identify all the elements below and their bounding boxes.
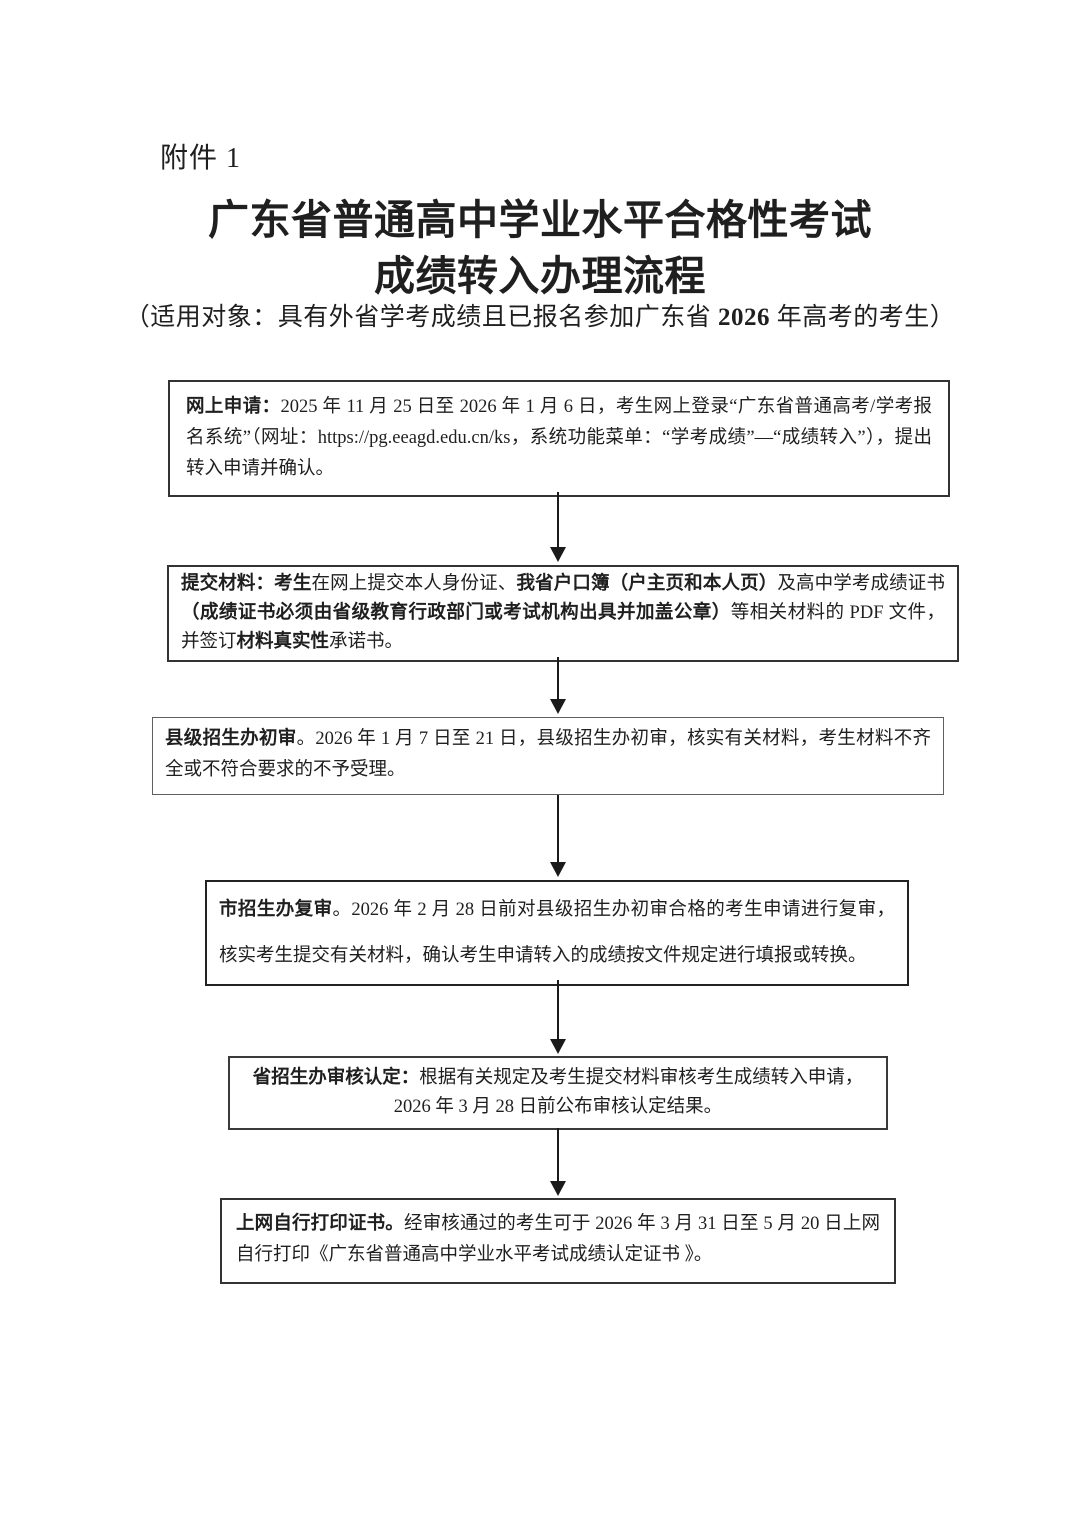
text-run: 等相关材料的 PDF 文件，并签订 [181,603,945,652]
arrow-head-icon [549,1039,566,1054]
attachment-label: 附件 1 [160,143,242,174]
text-run: 2026 [718,304,770,331]
text-run: 县级招生办初审 [165,729,297,749]
document-title-line1: 广东省普通高中学业水平合格性考试 [208,197,872,243]
flow-step-province-verification: 省招生办审核认定：根据有关规定及考生提交材料审核考生成绩转入申请，2026 年 … [228,1056,888,1130]
text-run: 。2026 年 1 月 7 日至 21 日，县级招生办初审，核实有关材料，考生材… [165,729,931,780]
flow-arrow-down-5 [549,1128,566,1196]
text-run: 在网上提交本人身份证、 [311,574,517,594]
flow-step-county-initial-review: 县级招生办初审。2026 年 1 月 7 日至 21 日，县级招生办初审，核实有… [152,717,944,795]
flow-step-submit-materials: 提交材料：考生在网上提交本人身份证、我省户口簿（户主页和本人页）及高中学考成绩证… [167,565,959,662]
arrow-head-icon [549,1181,566,1196]
text-run: 。2026 年 2 月 28 日前对县级招生办初审合格的考生申请进行复审，核实考… [219,900,895,966]
text-run: 材料真实性 [236,632,330,652]
text-run: 上网自行打印证书。 [236,1214,404,1234]
flow-step-city-second-review: 市招生办复审。2026 年 2 月 28 日前对县级招生办初审合格的考生申请进行… [205,880,909,986]
arrow-shaft [556,795,559,862]
text-run: 年高考的考生） [770,304,956,331]
arrow-shaft [556,657,559,699]
flow-arrow-down-4 [549,980,566,1054]
flow-arrow-down-3 [549,795,566,877]
flow-arrow-down-1 [549,492,566,562]
arrow-head-icon [549,699,566,714]
text-run: 经审核通过的考生可于 2026 年 3 月 31 日至 5 月 20 日上网自行… [236,1214,880,1265]
text-run: 省招生办审核认定： [252,1068,420,1088]
text-run: 提交材料：考生 [181,574,312,594]
text-run: （适用对象：具有外省学考成绩且已报名参加广东省 [124,304,718,331]
arrow-shaft [556,1128,559,1181]
arrow-head-icon [549,862,566,877]
document-subtitle: （适用对象：具有外省学考成绩且已报名参加广东省 2026 年高考的考生） [0,297,1080,333]
flow-step-print-certificate: 上网自行打印证书。经审核通过的考生可于 2026 年 3 月 31 日至 5 月… [220,1198,896,1284]
arrow-head-icon [549,547,566,562]
text-run: 我省户口簿（户主页和本人页） [516,574,778,594]
arrow-shaft [556,980,559,1039]
text-run: 承诺书。 [329,632,404,652]
flow-step-online-application: 网上申请：2025 年 11 月 25 日至 2026 年 1 月 6 日，考生… [168,380,950,497]
text-run: 2025 年 11 月 25 日至 2026 年 1 月 6 日，考生网上登录“… [186,397,932,479]
text-run: 及高中学考成绩证书 [777,574,945,594]
text-run: 市招生办复审 [219,900,333,920]
text-run: 网上申请： [186,397,281,417]
arrow-shaft [556,492,559,547]
text-run: 根据有关规定及考生提交材料审核考生成绩转入申请，2026 年 3 月 28 日前… [393,1068,864,1117]
text-run: （成绩证书必须由省级教育行政部门或考试机构出具并加盖公章） [181,603,731,623]
document-title-line2: 成绩转入办理流程 [374,253,706,299]
flow-arrow-down-2 [549,657,566,714]
